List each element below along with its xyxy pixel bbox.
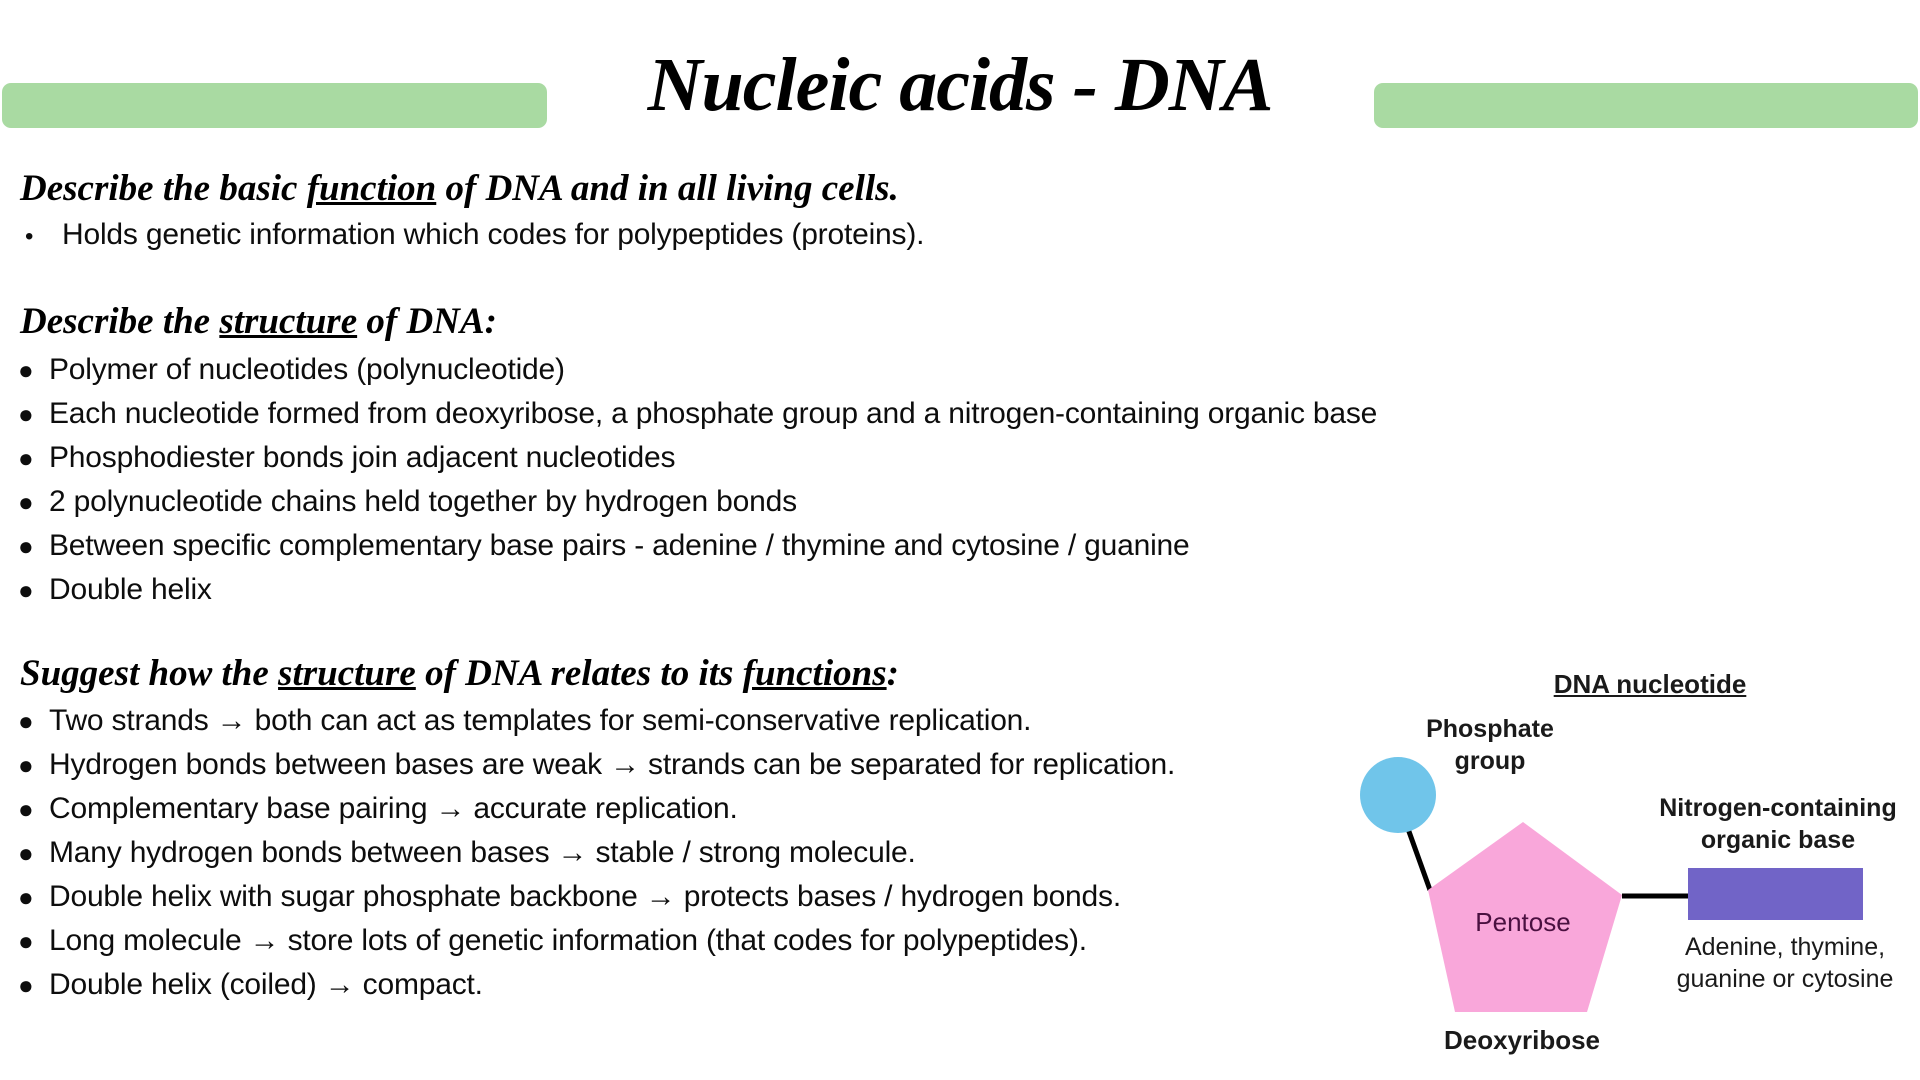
list-item: ●Double helix bbox=[18, 568, 1377, 612]
structure-list: ●Polymer of nucleotides (polynucleotide)… bbox=[18, 348, 1377, 612]
bullet-icon: ● bbox=[18, 970, 34, 1000]
bullet-icon: ● bbox=[18, 487, 34, 517]
list-item: ●Many hydrogen bonds between bases → sta… bbox=[18, 831, 1175, 875]
bullet-icon: ● bbox=[18, 750, 34, 780]
nitrogen-base-label: Nitrogen-containing organic base bbox=[1659, 794, 1897, 854]
bullet-icon: ● bbox=[18, 882, 34, 912]
list-item: ●Double helix (coiled) → compact. bbox=[18, 963, 1175, 1007]
list-item: ●Each nucleotide formed from deoxyribose… bbox=[18, 392, 1377, 436]
pentose-label: Pentose bbox=[1475, 907, 1571, 937]
bullet-icon: ● bbox=[18, 794, 34, 824]
bullet-icon: ● bbox=[18, 706, 34, 736]
bullet-icon: ● bbox=[18, 531, 34, 561]
list-item: •Holds genetic information which codes f… bbox=[25, 213, 924, 257]
phosphate-circle bbox=[1360, 757, 1436, 833]
list-item: ●Phosphodiester bonds join adjacent nucl… bbox=[18, 436, 1377, 480]
structure-function-list: ●Two strands → both can act as templates… bbox=[18, 699, 1175, 1007]
phosphate-pentose-bond-line bbox=[1404, 825, 1433, 891]
list-item: ●2 polynucleotide chains held together b… bbox=[18, 480, 1377, 524]
pentose-pentagon bbox=[1428, 822, 1622, 1012]
function-list: •Holds genetic information which codes f… bbox=[25, 213, 924, 257]
page-title: Nucleic acids - DNA bbox=[647, 43, 1274, 127]
list-item: ●Hydrogen bonds between bases are weak →… bbox=[18, 743, 1175, 787]
heading-structure: Describe the structure of DNA: bbox=[20, 301, 497, 342]
list-item: ●Polymer of nucleotides (polynucleotide) bbox=[18, 348, 1377, 392]
title-accent-bar-left bbox=[2, 83, 547, 128]
deoxyribose-label: Deoxyribose bbox=[1443, 1025, 1601, 1055]
heading-structure-functions: Suggest how the structure of DNA relates… bbox=[20, 653, 899, 694]
heading-function: Describe the basic function of DNA and i… bbox=[20, 168, 899, 209]
base-examples-label: Adenine, thymine, guanine or cytosine bbox=[1676, 933, 1894, 993]
list-item: ●Double helix with sugar phosphate backb… bbox=[18, 875, 1175, 919]
organic-base-rect bbox=[1688, 868, 1863, 920]
bullet-icon: ● bbox=[18, 443, 34, 473]
dna-nucleotide-diagram: DNA nucleotide Phosphate group Nitrogen-… bbox=[1350, 640, 1920, 1080]
title-accent-bar-right bbox=[1374, 83, 1918, 128]
list-item: ●Complementary base pairing → accurate r… bbox=[18, 787, 1175, 831]
bullet-icon: ● bbox=[18, 399, 34, 429]
list-item: ●Between specific complementary base pai… bbox=[18, 524, 1377, 568]
diagram-title: DNA nucleotide bbox=[1553, 669, 1747, 699]
bullet-icon: • bbox=[25, 223, 34, 250]
bullet-icon: ● bbox=[18, 355, 34, 385]
phosphate-group-label: Phosphate group bbox=[1426, 715, 1554, 775]
bullet-icon: ● bbox=[18, 926, 34, 956]
bullet-icon: ● bbox=[18, 575, 34, 605]
list-item: ●Two strands → both can act as templates… bbox=[18, 699, 1175, 743]
list-item: ●Long molecule → store lots of genetic i… bbox=[18, 919, 1175, 963]
bullet-icon: ● bbox=[18, 838, 34, 868]
diagram-shapes bbox=[1360, 757, 1863, 1012]
